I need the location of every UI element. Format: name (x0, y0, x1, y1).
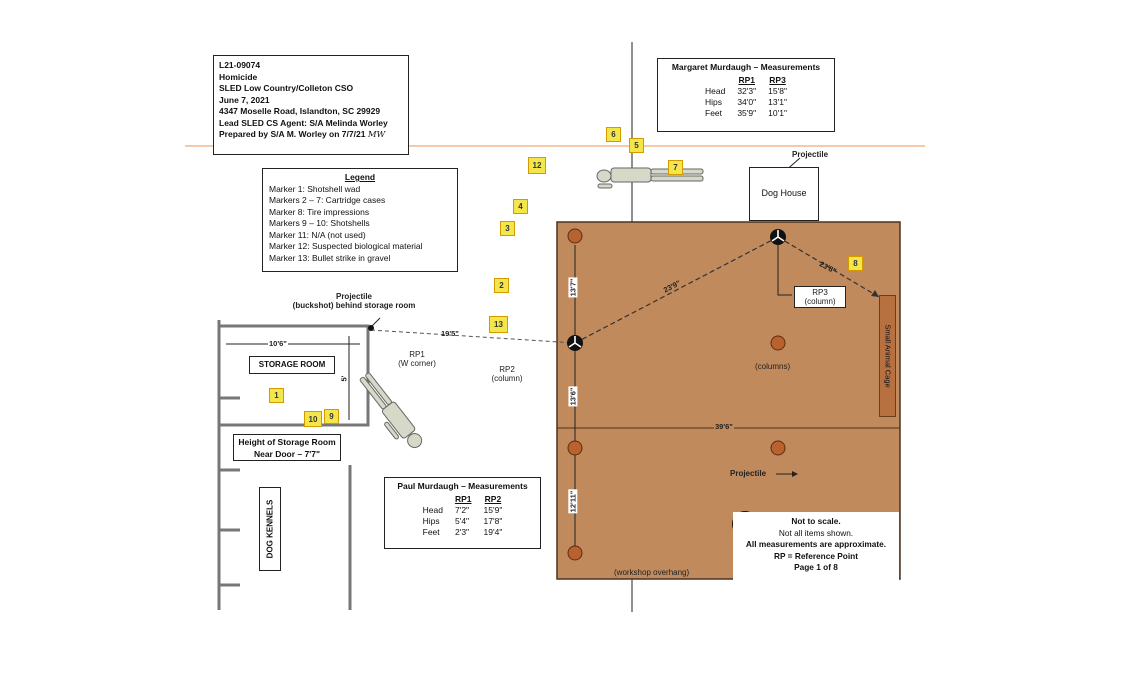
leg (650, 175, 704, 182)
torso (610, 167, 652, 183)
rp2-rp3-line (574, 236, 779, 344)
evidence-marker-2: 2 (494, 278, 509, 293)
evidence-marker-10: 10 (304, 411, 322, 427)
evidence-marker-9: 9 (324, 409, 339, 424)
head (596, 169, 612, 183)
evidence-marker-8: 8 (848, 256, 863, 271)
column-spacing-top-label: 13'7" (568, 277, 578, 298)
column (567, 545, 583, 561)
margaret-measurements-box: Margaret Murdaugh – Measurements RP1 RP3 … (657, 58, 835, 132)
victim-figure-paul (359, 372, 423, 449)
legend-item: Markers 9 – 10: Shotshells (269, 218, 370, 228)
case-number: L21-09074 (219, 60, 261, 70)
column-header: RP1 (738, 74, 756, 85)
reference-point-rp3 (770, 229, 786, 245)
projectile-bottom-label: Projectile (730, 469, 767, 478)
column (770, 440, 786, 456)
column (567, 228, 583, 244)
arrow-head (792, 471, 798, 477)
rp2-label: RP2 (column) (491, 365, 523, 383)
evidence-marker-7: 7 (668, 160, 683, 175)
legend-item: Marker 8: Tire impressions (269, 206, 370, 217)
columns-label: (columns) (755, 362, 791, 371)
dog-house: Dog House (749, 167, 819, 221)
shed-width-dimension-label: 39'6" (714, 422, 734, 431)
arm (384, 421, 400, 440)
column-header: RP2 (484, 493, 502, 504)
dog-kennels: DOG KENNELS (259, 487, 281, 571)
rp1-rp2-dimension-label: 19'5" (441, 329, 459, 338)
legend-item: Marker 11: N/A (not used) (269, 229, 366, 240)
column-header: RP3 (769, 74, 786, 85)
evidence-marker-6: 6 (606, 127, 621, 142)
case-prepared-by: Prepared by S/A M. Worley on 7/7/21 MW (219, 129, 386, 140)
case-date: June 7, 2021 (219, 94, 270, 105)
initials: MW (367, 130, 386, 140)
arm (597, 183, 613, 189)
reference-point-rp2 (567, 335, 583, 351)
notes-box: Not to scale. Not all items shown. All m… (733, 512, 899, 582)
evidence-marker-12: 12 (528, 157, 546, 174)
paul-measurements-title: Paul Murdaugh – Measurements (397, 481, 528, 491)
projectile-top-label: Projectile (792, 150, 829, 159)
column-spacing-bottom-label: 12'11" (568, 489, 578, 514)
rp1-rp2-line (370, 329, 576, 344)
case-type: Homicide (219, 71, 258, 82)
margaret-measurements-title: Margaret Murdaugh – Measurements (671, 62, 821, 72)
torso (381, 401, 416, 439)
column-spacing-mid-label: 13'6" (568, 386, 578, 407)
evidence-marker-4: 4 (513, 199, 528, 214)
case-lead-agent: Lead SLED CS Agent: S/A Melinda Worley (219, 117, 388, 128)
column (567, 440, 583, 456)
head (407, 433, 423, 449)
evidence-marker-13: 13 (489, 316, 508, 333)
column (770, 335, 786, 351)
legend-item: Markers 2 – 7: Cartridge cases (269, 195, 386, 205)
workshop-overhang-label: (workshop overhang) (614, 568, 690, 577)
storage-width-dimension-label: 10'6" (268, 339, 288, 348)
columns (567, 228, 786, 561)
victim-figure-margaret (596, 167, 704, 189)
storage-depth-dimension-label: 5' (339, 374, 349, 383)
case-info-box: L21-09074 Homicide SLED Low Country/Coll… (213, 55, 409, 155)
evidence-marker-5: 5 (629, 138, 644, 153)
legend-item: Marker 13: Bullet strike in gravel (269, 252, 391, 263)
legend-item: Marker 12: Suspected biological material (269, 241, 423, 251)
case-address: 4347 Moselle Road, Islandton, SC 29929 (219, 106, 381, 116)
arrow-head (871, 290, 879, 297)
storage-height-box: Height of Storage Room Near Door – 7'7" (233, 434, 341, 461)
projectile-left-label: Projectile (buckshot) behind storage roo… (292, 292, 416, 310)
rp3-leader (777, 245, 792, 296)
legend-box: Legend Marker 1: Shotshell wad Markers 2… (262, 168, 458, 272)
legend-title: Legend (344, 172, 376, 182)
column-header: RP1 (454, 493, 472, 504)
small-animal-cage: Small Animal Cage (879, 295, 896, 417)
rp3-label: RP3 (column) (794, 286, 846, 308)
case-agency: SLED Low Country/Colleton CSO (219, 83, 354, 93)
paul-measurements-box: Paul Murdaugh – Measurements RP1 RP2 Head… (384, 477, 541, 549)
rp1-label: RP1 (W corner) (398, 350, 436, 368)
legend-item: Marker 1: Shotshell wad (269, 183, 361, 194)
reference-point-rp1 (368, 325, 374, 331)
evidence-marker-3: 3 (500, 221, 515, 236)
evidence-marker-1: 1 (269, 388, 284, 403)
rp3-cage-line (777, 236, 880, 298)
storage-room-label: STORAGE ROOM (249, 356, 335, 374)
